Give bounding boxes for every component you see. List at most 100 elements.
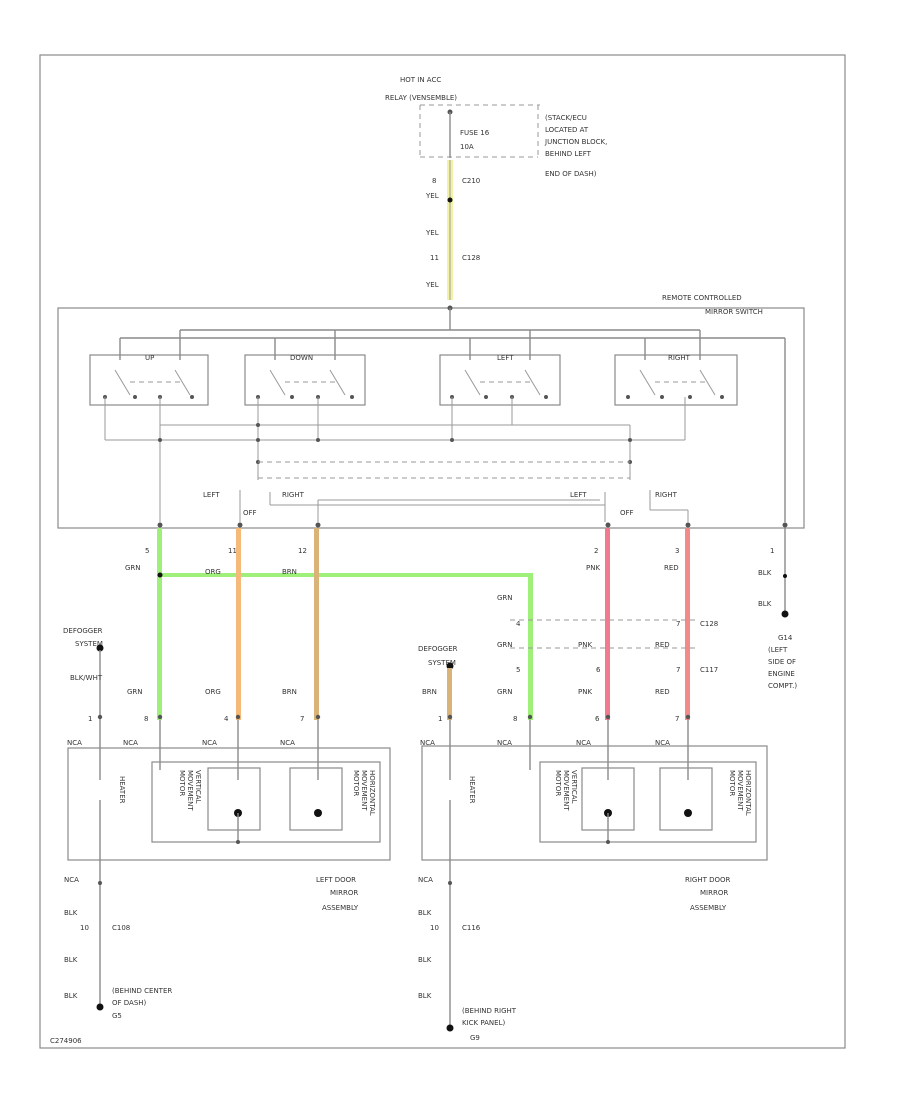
left-gnd-blk-3: BLK [64,992,78,1000]
diagram-frame [39,54,846,1049]
org-low: ORG [205,688,221,696]
selector-off-r: OFF [620,509,634,517]
left-gnd-pin: 10 [80,924,89,932]
switch-left-label: LEFT [497,354,514,362]
pin-grn: 5 [145,547,149,555]
g14-line-1: (LEFT [768,646,788,654]
pnk-low: PNK [578,688,592,696]
pin-brn: 12 [298,547,307,555]
pin-red: 3 [675,547,679,555]
location-line-3: JUNCTION BLOCK, [544,138,607,146]
right-gnd-blk-3: BLK [418,992,432,1000]
output-wires: 5 11 12 2 3 1 GRN ORG BRN PNK RED BLK BL… [125,522,797,720]
location-line-4: BEHIND LEFT [545,150,592,158]
switch-down: DOWN [244,330,366,406]
right-door-mirror: DEFOGGER SYSTEM BRN 1 8 6 7 NCA NCA NCA … [418,645,768,1042]
red-low: RED [655,688,670,696]
switch-title-1: REMOTE CONTROLLED [662,294,742,302]
switch-up: UP [89,330,209,406]
left-defogger-1: DEFOGGER [63,627,103,635]
left-defogger-2: SYSTEM [75,640,103,648]
switch-left: LEFT [439,330,561,406]
location-line-5: END OF DASH) [545,170,597,178]
switch-right: RIGHT [614,330,738,406]
right-nca-3: NCA [576,739,591,747]
source-line2: RELAY (VENSEMBLE) [385,94,457,102]
right-pin-1: 1 [438,715,442,723]
selector-off-l: OFF [243,509,257,517]
pnk-top-label: PNK [586,564,600,572]
pin-pnk: 2 [594,547,598,555]
c210-pin: 8 [432,177,436,185]
c128-feed-pin: 11 [430,254,439,262]
location-line-2: LOCATED AT [545,126,589,134]
brn-top-label: BRN [282,568,297,576]
right-gnd-blk-2: BLK [418,956,432,964]
grn-low-right: GRN [497,688,513,696]
location-line-1: (STACK/ECU [545,114,587,122]
right-pin-2: 8 [513,715,517,723]
left-nca-1: NCA [67,739,82,747]
right-mv-2: MOVEMENT [562,770,570,811]
c117-pin-e: 7 [676,666,680,674]
yel-label-2: YEL [425,229,439,237]
yel-label-1: YEL [425,192,439,200]
org-top-label: ORG [205,568,221,576]
right-mv-1: VERTICAL [570,770,578,804]
left-title-2: MIRROR [330,889,358,897]
right-mv-3: MOTOR [554,770,562,796]
selector-left-l: LEFT [203,491,220,499]
right-heater-label: HEATER [468,776,476,804]
red-mid: RED [655,641,670,649]
right-gnd-nca: NCA [418,876,433,884]
c117-pin-c: 6 [596,666,601,674]
g14-line-4: COMPT.) [768,682,797,690]
right-pin-4: 7 [675,715,679,723]
right-mh-2: MOVEMENT [736,770,744,811]
left-nca-3: NCA [202,739,217,747]
right-pin-3: 6 [595,715,600,723]
right-mh-3: MOTOR [728,770,736,796]
fuse-name: FUSE 16 [460,129,490,137]
switch-down-label: DOWN [290,354,313,362]
c210-name: C210 [462,177,480,185]
pin-blk: 1 [770,547,774,555]
left-nca-2: NCA [123,739,138,747]
yel-label-3: YEL [425,281,439,289]
right-mh-1: HORIZONTAL [744,770,752,816]
g14-name: G14 [778,634,793,642]
grn-right-1: GRN [497,594,513,602]
right-title-2: MIRROR [700,889,728,897]
left-heater-label: HEATER [118,776,126,804]
right-gnd-line-2: KICK PANEL) [462,1019,505,1027]
left-gnd-nca: NCA [64,876,79,884]
mirror-switch: REMOTE CONTROLLED MIRROR SWITCH UP DOWN [57,294,805,529]
selector-right-l: RIGHT [282,491,305,499]
brn-low: BRN [282,688,297,696]
right-title-3: ASSEMBLY [690,904,727,912]
left-gnd-blk-1: BLK [64,909,78,917]
c128-pin-e: 7 [676,620,680,628]
right-defogger-2: SYSTEM [428,659,456,667]
right-nca-2: NCA [497,739,512,747]
selector-left-r: LEFT [570,491,587,499]
source-line1: HOT IN ACC [400,76,441,84]
right-gnd-line-1: (BEHIND RIGHT [462,1007,517,1015]
switch-right-label: RIGHT [668,354,691,362]
power-source: HOT IN ACC RELAY (VENSEMBLE) FUSE 16 10A… [385,76,607,178]
g14-line-3: ENGINE [768,670,795,678]
right-defogger-1: DEFOGGER [418,645,458,653]
left-title-3: ASSEMBLY [322,904,359,912]
g14-line-2: SIDE OF [768,658,796,666]
left-mv-3: MOTOR [178,770,186,796]
pin-org: 11 [228,547,237,555]
switch-title-2: MIRROR SWITCH [705,308,763,316]
switch-up-label: UP [145,354,154,362]
c117-pin-b: 5 [516,666,520,674]
left-pin-4: 7 [300,715,304,723]
right-nca-4: NCA [655,739,670,747]
grn-right-2: GRN [497,641,513,649]
right-nca-1: NCA [420,739,435,747]
left-mv-1: VERTICAL [194,770,202,804]
